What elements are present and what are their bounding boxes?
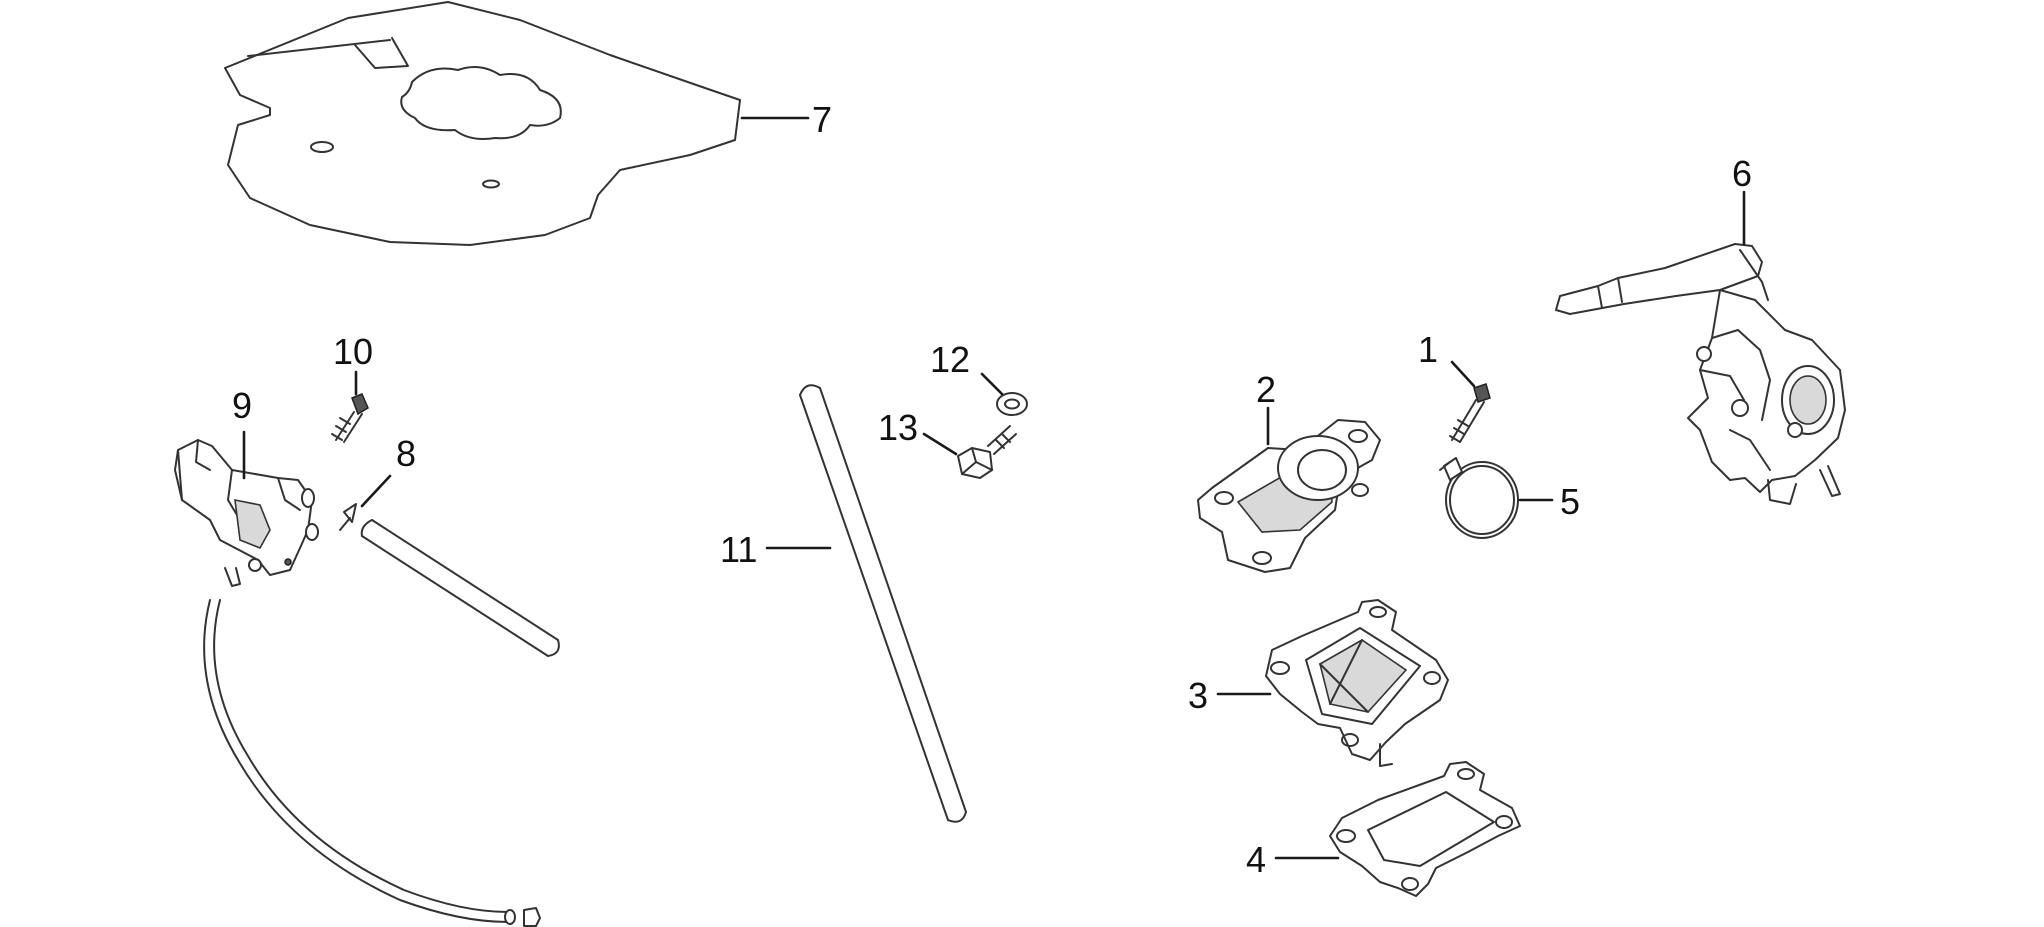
callout-number-10: 10 bbox=[333, 331, 373, 372]
callout-1: 1 bbox=[1418, 329, 1476, 388]
callout-10: 10 bbox=[333, 331, 373, 396]
callout-number-8: 8 bbox=[396, 433, 416, 474]
callout-number-5: 5 bbox=[1560, 481, 1580, 522]
leader-line-13 bbox=[922, 432, 958, 456]
callout-6: 6 bbox=[1732, 153, 1752, 246]
part-13-flange-bolt bbox=[957, 425, 1017, 479]
leader-line-1 bbox=[1450, 360, 1476, 388]
part-3-reed-valve bbox=[1265, 599, 1449, 767]
callout-number-3: 3 bbox=[1188, 675, 1208, 716]
part-short-fuel-hose bbox=[360, 519, 560, 657]
callout-number-7: 7 bbox=[812, 99, 832, 140]
part-11-straight-hose bbox=[799, 384, 967, 823]
callout-number-1: 1 bbox=[1418, 329, 1438, 370]
part-10-screw bbox=[331, 393, 369, 443]
callout-number-2: 2 bbox=[1256, 369, 1276, 410]
callout-3: 3 bbox=[1188, 675, 1272, 716]
callout-4: 4 bbox=[1246, 839, 1340, 880]
callout-number-12: 12 bbox=[930, 339, 970, 380]
part-2-intake-manifold bbox=[1197, 419, 1381, 573]
part-long-fuel-hose bbox=[203, 599, 541, 927]
part-9-fuel-valve bbox=[174, 439, 319, 587]
part-5-hose-clamp bbox=[1439, 457, 1519, 539]
callout-11: 11 bbox=[720, 529, 832, 570]
callout-number-4: 4 bbox=[1246, 839, 1266, 880]
callout-9: 9 bbox=[232, 385, 252, 480]
callout-13: 13 bbox=[878, 407, 958, 456]
part-8-small-clip bbox=[339, 503, 357, 531]
part-1-screw bbox=[1449, 383, 1491, 443]
leader-line-8 bbox=[360, 474, 392, 508]
part-4-gasket bbox=[1329, 761, 1521, 897]
callout-7: 7 bbox=[740, 99, 832, 140]
leader-line-12 bbox=[980, 372, 1004, 396]
callout-number-6: 6 bbox=[1732, 153, 1752, 194]
callout-2: 2 bbox=[1256, 369, 1276, 446]
callout-number-9: 9 bbox=[232, 385, 252, 426]
part-12-washer bbox=[996, 392, 1028, 416]
callout-number-13: 13 bbox=[878, 407, 918, 448]
callout-12: 12 bbox=[930, 339, 1004, 396]
callout-number-11: 11 bbox=[720, 529, 757, 570]
part-7-heat-shield-plate bbox=[224, 1, 741, 246]
part-6-carburetor bbox=[1555, 243, 1846, 505]
callout-8: 8 bbox=[360, 433, 416, 508]
callout-5: 5 bbox=[1518, 481, 1580, 522]
